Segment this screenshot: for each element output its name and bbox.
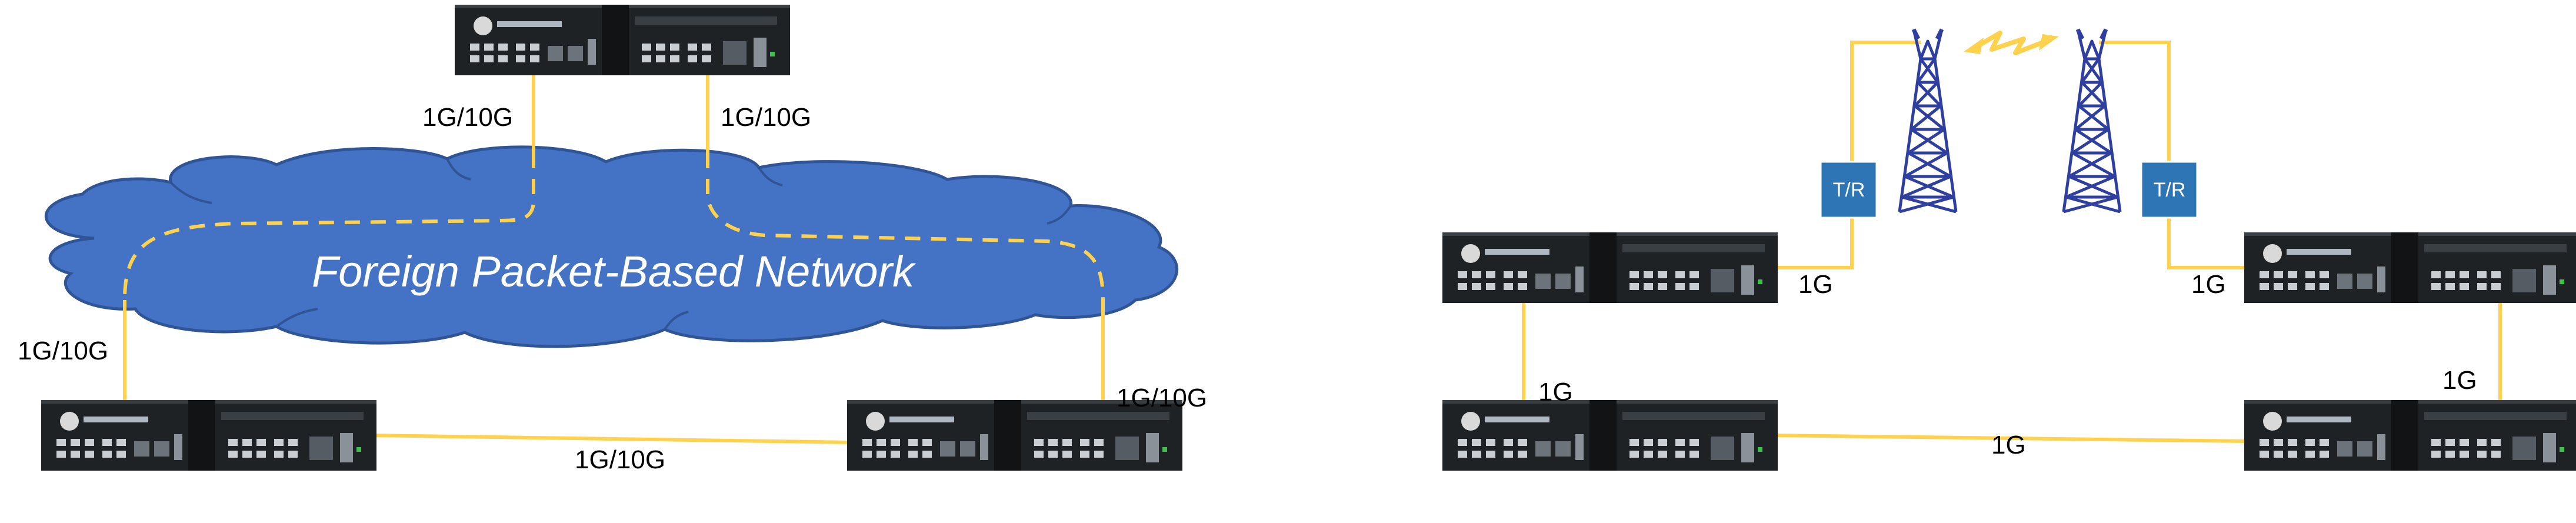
link-radio-right <box>2099 41 2246 269</box>
dashed-paths <box>123 153 1105 301</box>
network-device-bottom-left <box>41 400 376 471</box>
right-links <box>1522 41 2502 443</box>
link-label-upper-left: 1G <box>1798 270 1833 299</box>
link-label-right-vertical: 1G/10G <box>1117 384 1208 412</box>
link-label-top-left: 1G/10G <box>422 103 514 132</box>
network-device-right-upper-left <box>1442 232 1778 303</box>
tr-label-right: T/R <box>2153 179 2186 201</box>
link-label-right-left-vertical: 1G <box>1538 378 1573 407</box>
tr-label-left: T/R <box>1832 179 1865 201</box>
foreign-network-cloud <box>44 145 1178 348</box>
link-label-bottom: 1G/10G <box>575 445 666 474</box>
network-device-right-lower-right <box>2244 400 2576 471</box>
link-label-top-right: 1G/10G <box>721 103 812 132</box>
link-bottom <box>373 434 851 444</box>
link-label-left-vertical: 1G/10G <box>18 337 109 365</box>
wireless-link-icon <box>1964 31 2059 55</box>
link-right-bottom <box>1775 434 2247 443</box>
left-links <box>123 69 1105 444</box>
link-radio-left <box>1775 41 1921 269</box>
dashed-path-left <box>123 153 535 301</box>
network-device-right-lower-left <box>1442 400 1778 471</box>
dashed-path-right <box>706 153 1105 301</box>
tr-box-left <box>1819 161 1878 219</box>
link-label-right-right-vertical: 1G <box>2442 366 2477 395</box>
tr-box-right <box>2140 161 2198 219</box>
network-device-right-upper-right <box>2244 232 2576 303</box>
cloud-label: Foreign Packet-Based Network <box>312 247 915 296</box>
network-device-top <box>455 5 790 75</box>
link-label-upper-right: 1G <box>2191 270 2226 299</box>
radio-tower-right-icon <box>2064 29 2120 212</box>
link-label-right-bottom: 1G <box>1991 431 2026 459</box>
radio-tower-left-icon <box>1899 29 1956 212</box>
